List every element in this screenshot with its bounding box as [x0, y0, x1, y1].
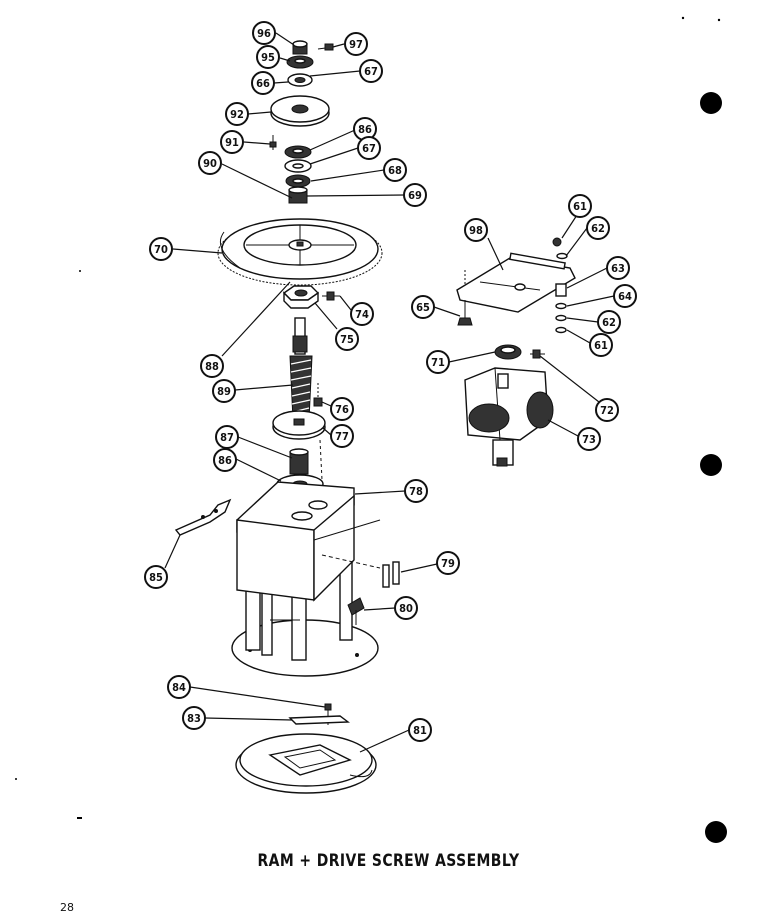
- callout-64: 64: [613, 284, 637, 308]
- svg-text:88: 88: [205, 360, 219, 373]
- svg-text:72: 72: [600, 404, 614, 417]
- callout-95: 95: [256, 45, 280, 69]
- callout-67b: 67: [357, 136, 381, 160]
- callout-62: 62: [586, 216, 610, 240]
- leader-lines: [164, 32, 615, 753]
- svg-text:69: 69: [408, 189, 422, 202]
- callout-83: 83: [182, 706, 206, 730]
- callout-65: 65: [411, 295, 435, 319]
- callout-75: 75: [335, 327, 359, 351]
- callout-79: 79: [436, 551, 460, 575]
- svg-text:65: 65: [416, 301, 430, 314]
- svg-text:87: 87: [220, 431, 234, 444]
- svg-text:89: 89: [217, 385, 231, 398]
- callout-71: 71: [426, 350, 450, 374]
- svg-text:78: 78: [409, 485, 423, 498]
- svg-text:98: 98: [469, 224, 483, 237]
- callout-73: 73: [577, 427, 601, 451]
- callout-97: 97: [344, 32, 368, 56]
- callout-61: 61: [568, 194, 592, 218]
- callout-86b: 86: [213, 448, 237, 472]
- svg-text:76: 76: [335, 403, 349, 416]
- svg-text:81: 81: [413, 724, 427, 737]
- svg-text:75: 75: [340, 333, 354, 346]
- callout-90: 90: [198, 151, 222, 175]
- svg-text:62: 62: [591, 222, 605, 235]
- svg-text:77: 77: [335, 430, 349, 443]
- callout-62b: 62: [597, 310, 621, 334]
- page-number: 28: [60, 901, 74, 914]
- svg-text:79: 79: [441, 557, 455, 570]
- svg-text:84: 84: [172, 681, 186, 694]
- svg-text:68: 68: [388, 164, 402, 177]
- svg-text:62: 62: [602, 316, 616, 329]
- drive-motor: [464, 344, 554, 467]
- svg-text:92: 92: [230, 108, 244, 121]
- svg-text:80: 80: [399, 602, 413, 615]
- svg-text:83: 83: [187, 712, 201, 725]
- binder-holes: [15, 16, 727, 843]
- callout-91: 91: [220, 130, 244, 154]
- svg-text:67: 67: [364, 65, 378, 78]
- callout-66: 66: [251, 71, 275, 95]
- callout-70: 70: [149, 237, 173, 261]
- svg-text:73: 73: [582, 433, 596, 446]
- ram-housing-frame: [174, 481, 400, 677]
- svg-text:61: 61: [594, 339, 608, 352]
- callout-96: 96: [252, 21, 276, 45]
- drive-screw-parts: [272, 285, 340, 494]
- callout-86: 86: [353, 117, 377, 141]
- callout-87: 87: [215, 425, 239, 449]
- callout-77: 77: [330, 424, 354, 448]
- svg-text:61: 61: [573, 200, 587, 213]
- svg-text:86: 86: [358, 123, 372, 136]
- callout-63: 63: [606, 256, 630, 280]
- svg-text:67: 67: [362, 142, 376, 155]
- svg-text:66: 66: [256, 77, 270, 90]
- callout-72: 72: [595, 398, 619, 422]
- callout-84: 84: [167, 675, 191, 699]
- svg-text:90: 90: [203, 157, 217, 170]
- callout-89: 89: [212, 379, 236, 403]
- callout-92: 92: [225, 102, 249, 126]
- callout-80: 80: [394, 596, 418, 620]
- svg-text:86: 86: [218, 454, 232, 467]
- svg-text:71: 71: [431, 356, 445, 369]
- callout-68: 68: [383, 158, 407, 182]
- svg-text:74: 74: [355, 308, 369, 321]
- svg-text:95: 95: [261, 51, 275, 64]
- mounting-plate: [456, 237, 576, 334]
- callout-85: 85: [144, 565, 168, 589]
- callout-88: 88: [200, 354, 224, 378]
- callout-78: 78: [404, 479, 428, 503]
- callout-81: 81: [408, 718, 432, 742]
- diagram-caption: RAM + DRIVE SCREW ASSEMBLY: [257, 851, 520, 871]
- svg-text:70: 70: [154, 243, 168, 256]
- svg-text:85: 85: [149, 571, 163, 584]
- top-hardware-stack: [269, 40, 334, 204]
- svg-text:63: 63: [611, 262, 625, 275]
- svg-text:64: 64: [618, 290, 632, 303]
- callout-76: 76: [330, 397, 354, 421]
- callout-61b: 61: [589, 333, 613, 357]
- svg-text:91: 91: [225, 136, 239, 149]
- callout-98: 98: [464, 218, 488, 242]
- bottom-cover-parts: [235, 703, 377, 794]
- callout-67: 67: [359, 59, 383, 83]
- large-gear: [217, 218, 383, 286]
- callout-74: 74: [350, 302, 374, 326]
- svg-text:96: 96: [257, 27, 271, 40]
- callout-69: 69: [403, 183, 427, 207]
- svg-text:97: 97: [349, 38, 363, 51]
